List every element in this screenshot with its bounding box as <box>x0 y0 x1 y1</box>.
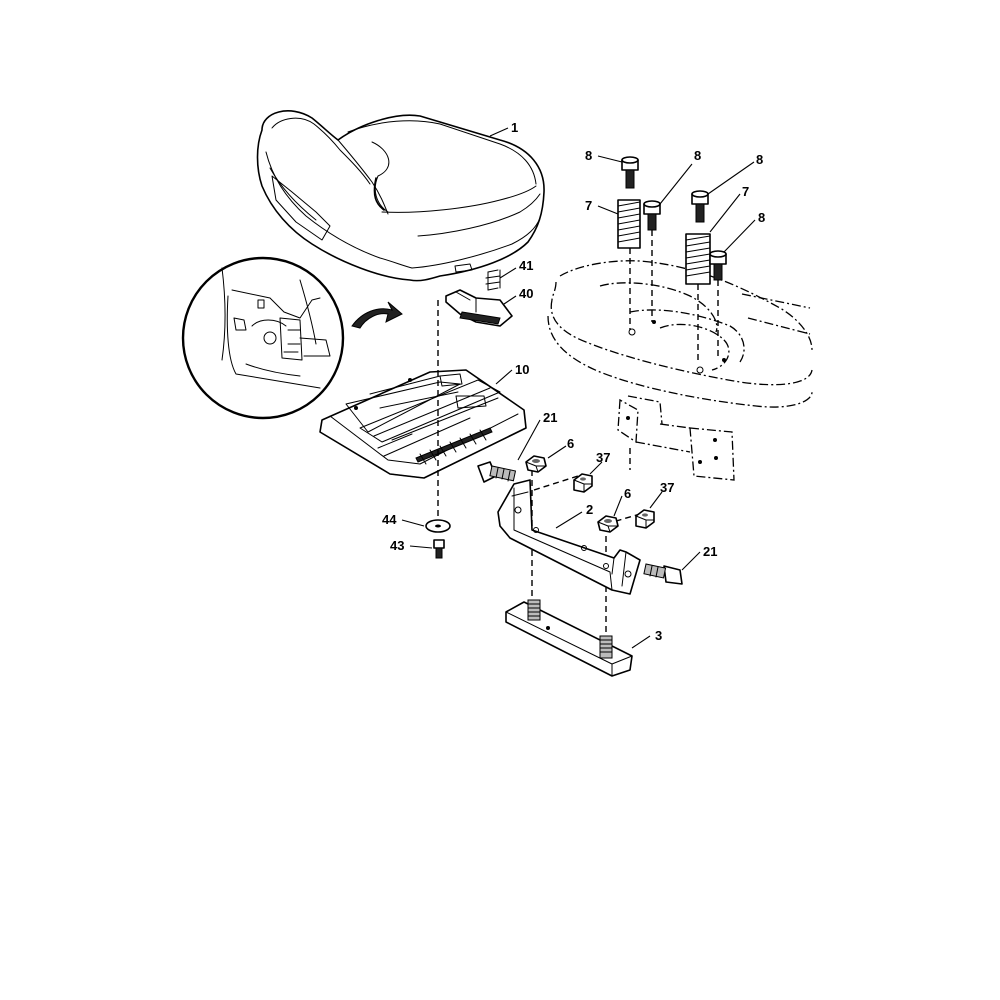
seat-pan-part <box>319 369 527 479</box>
label-part-8d: 8 <box>758 210 765 225</box>
nut-part-6b <box>597 515 619 533</box>
screw-part-8b <box>643 200 661 231</box>
label-part-40: 40 <box>519 286 533 301</box>
leader-lines <box>401 127 756 649</box>
spring-part-7-left <box>617 199 641 249</box>
label-part-6b: 6 <box>624 486 631 501</box>
label-part-10: 10 <box>515 362 529 377</box>
assembly-lines <box>437 230 719 640</box>
label-part-6a: 6 <box>567 436 574 451</box>
label-part-7a: 7 <box>585 198 592 213</box>
label-part-44: 44 <box>382 512 397 527</box>
screw-part-43 <box>433 539 445 559</box>
label-part-8c: 8 <box>756 152 763 167</box>
label-part-37a: 37 <box>596 450 610 465</box>
label-part-7b: 7 <box>742 184 749 199</box>
bolt-part-21-right <box>643 563 683 585</box>
label-part-21b: 21 <box>703 544 717 559</box>
label-part-37b: 37 <box>660 480 674 495</box>
screw-part-8c <box>691 190 709 223</box>
label-part-2: 2 <box>586 502 593 517</box>
switch-part-40 <box>445 289 513 327</box>
label-part-43: 43 <box>390 538 404 553</box>
spring-part-7-right <box>685 233 711 285</box>
label-part-3: 3 <box>655 628 662 643</box>
detail-arrow <box>351 301 403 329</box>
label-part-1: 1 <box>511 120 518 135</box>
washer-part-44 <box>425 519 451 533</box>
spring-part-41 <box>485 269 501 291</box>
screw-part-8a <box>621 156 639 189</box>
label-part-41: 41 <box>519 258 533 273</box>
label-part-21a: 21 <box>543 410 557 425</box>
label-part-8a: 8 <box>585 148 592 163</box>
nut-part-37a <box>573 473 593 493</box>
tractor-frame-outline <box>547 260 813 481</box>
bracket-part-2 <box>497 479 641 595</box>
screw-part-8d <box>709 250 727 281</box>
seat-switch-detail-inset <box>181 256 345 420</box>
label-part-8b: 8 <box>694 148 701 163</box>
nut-part-37b <box>635 509 655 529</box>
nut-part-6a <box>525 455 547 473</box>
bolt-part-21-left <box>477 461 517 483</box>
plate-part-3 <box>505 599 633 677</box>
seat-part <box>256 110 545 282</box>
